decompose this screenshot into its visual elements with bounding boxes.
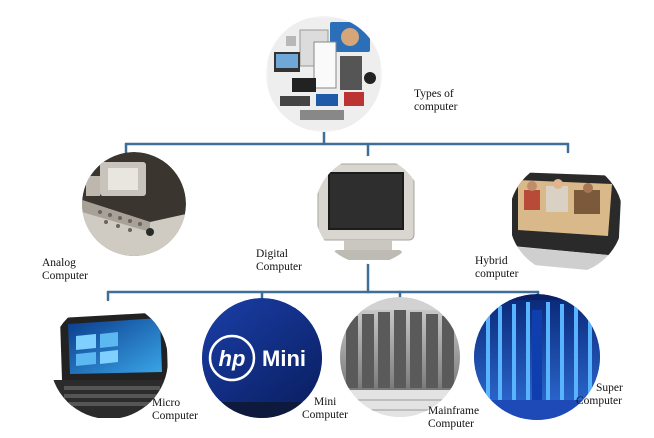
- mainframe-label-line1: Mainframe: [428, 405, 480, 417]
- mini-label-line1: Mini: [314, 396, 337, 408]
- digital-label-line2: Computer: [256, 261, 302, 273]
- micro-label: Micro Computer: [152, 397, 198, 423]
- svg-text:hp: hp: [219, 346, 246, 371]
- hybrid-label-line1: Hybrid: [475, 255, 508, 267]
- computer-collage-icon: [266, 16, 382, 132]
- mini-logo-text: Mini: [262, 346, 306, 371]
- hp-mini-icon: hp Mini: [202, 298, 322, 418]
- micro-label-line1: Micro: [152, 397, 181, 409]
- super-label-line2: Computer: [576, 395, 622, 407]
- analog-label-line1: Analog: [42, 257, 76, 269]
- crt-monitor-icon: [315, 156, 423, 264]
- digital-label-line1: Digital: [256, 248, 288, 260]
- root-label: Types of computer: [414, 88, 457, 114]
- super-label-line1: Super: [596, 382, 623, 394]
- root-label-line1: Types of: [414, 88, 454, 100]
- mainframe-icon: [340, 297, 460, 417]
- hybrid-label-line2: computer: [475, 268, 519, 280]
- digital-label: Digital Computer: [256, 248, 302, 274]
- connector-lines: [106, 130, 570, 302]
- mainframe-label-line2: Computer: [428, 418, 474, 430]
- analog-computer-icon: [82, 152, 186, 256]
- root-label-line2: computer: [414, 101, 458, 113]
- mainframe-label: Mainframe Computer: [428, 405, 479, 431]
- hybrid-label: Hybrid computer: [475, 255, 518, 281]
- mini-label: Mini Computer: [302, 396, 348, 422]
- supercomputer-icon: [474, 294, 600, 420]
- hybrid-computer-icon: [509, 160, 623, 274]
- mini-label-line2: Computer: [302, 409, 348, 421]
- micro-label-line2: Computer: [152, 410, 198, 422]
- analog-label: Analog Computer: [42, 257, 88, 283]
- laptop-icon: [50, 301, 168, 419]
- super-label: Super Computer: [576, 382, 623, 408]
- analog-label-line2: Computer: [42, 270, 88, 282]
